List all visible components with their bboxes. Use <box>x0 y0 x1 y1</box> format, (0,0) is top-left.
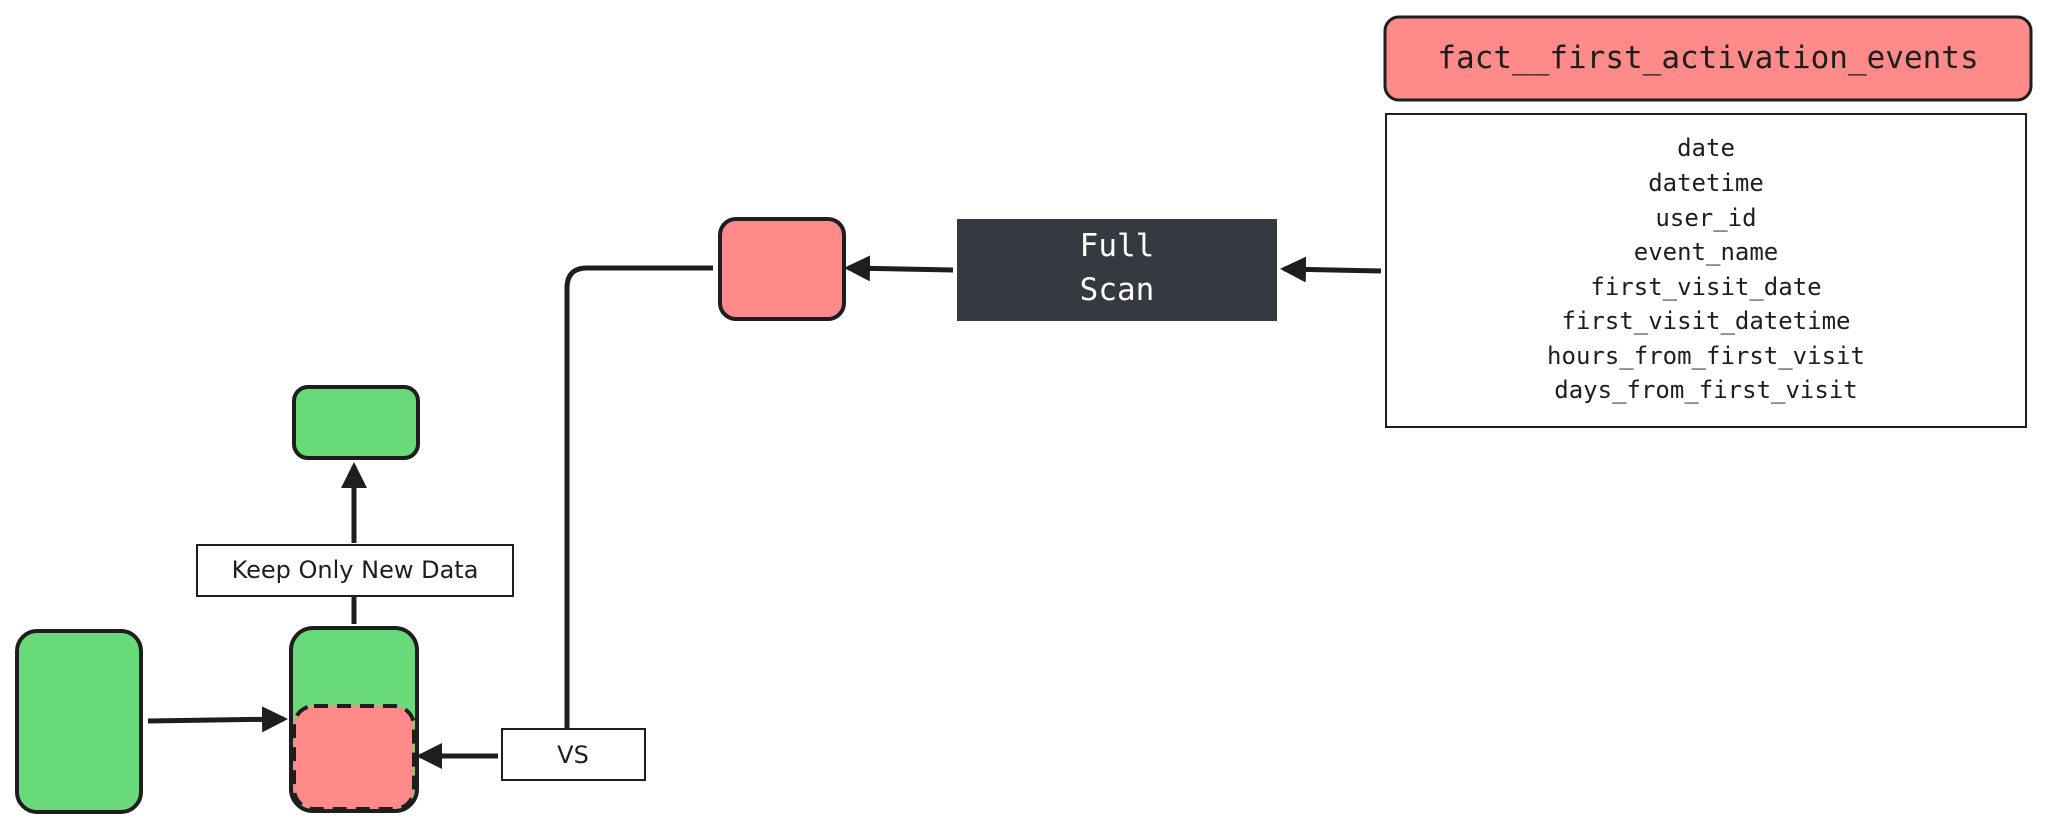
column-first-visit-date: first_visit_date <box>1590 273 1821 301</box>
full-scan-label-line2: Scan <box>1080 272 1155 308</box>
combined-box <box>289 626 419 813</box>
result-green-box <box>292 385 420 460</box>
keep-only-new-data-label: Keep Only New Data <box>232 556 479 584</box>
full-scan-box: Full Scan <box>957 219 1277 321</box>
source-green-box <box>15 629 143 814</box>
column-user-id: user_id <box>1655 204 1756 232</box>
column-first-visit-datetime: first_visit_datetime <box>1562 307 1851 335</box>
arrow-fullscan-to-red <box>844 255 954 282</box>
table-columns-box: date datetime user_id event_name first_v… <box>1385 113 2027 428</box>
keep-only-new-data-box: Keep Only New Data <box>196 544 514 597</box>
overlap-red-region <box>292 704 416 811</box>
arrow-source-to-combined <box>147 706 288 733</box>
full-scan-label-line1: Full <box>1080 228 1155 264</box>
vs-label: VS <box>557 741 589 769</box>
arrow-table-to-fullscan <box>1280 256 1382 283</box>
vs-box: VS <box>501 728 646 781</box>
column-date: date <box>1677 134 1735 162</box>
column-hours-from-first-visit: hours_from_first_visit <box>1547 342 1865 370</box>
column-event-name: event_name <box>1634 238 1779 266</box>
connector-red-to-vs <box>564 265 713 728</box>
table-title-box: fact__first_activation_events <box>1383 15 2033 102</box>
column-days-from-first-visit: days_from_first_visit <box>1554 376 1857 404</box>
table-title: fact__first_activation_events <box>1437 40 1978 76</box>
full-scan-result-box <box>718 217 846 321</box>
column-datetime: datetime <box>1648 169 1764 197</box>
